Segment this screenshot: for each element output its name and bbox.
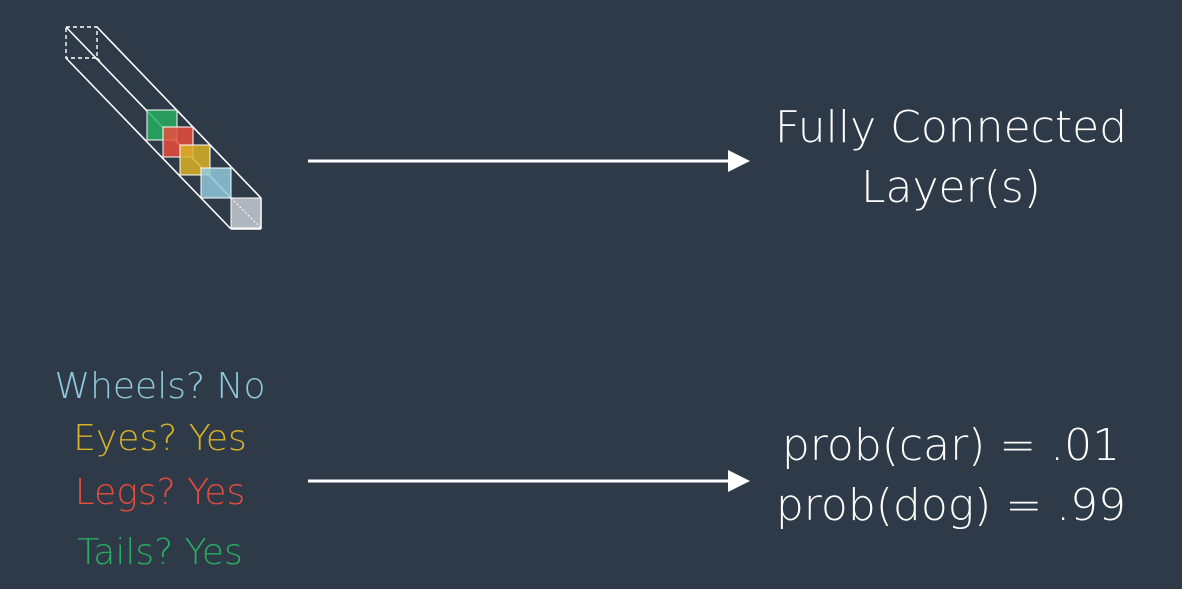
feature-legs: Legs? Yes	[74, 472, 246, 513]
probability-car: prob(car) = .01	[781, 420, 1121, 471]
feature-tails: Tails? Yes	[77, 532, 243, 573]
arrow-to-probabilities	[308, 470, 750, 492]
vector-cell-gray-dots	[230, 197, 262, 229]
feature-wheels: Wheels? No	[54, 366, 266, 407]
arrow-to-fc-layer	[308, 150, 750, 172]
feature-vector-graphic	[65, 26, 262, 230]
vector-cell-blue	[200, 167, 232, 199]
probability-dog: prob(dog) = .99	[775, 480, 1127, 531]
fc-layer-label-line1: Fully Connected	[774, 102, 1128, 153]
feature-eyes: Eyes? Yes	[73, 418, 247, 459]
fc-layer-label-line2: Layer(s)	[861, 162, 1041, 213]
vector-dashed-end	[65, 26, 103, 64]
